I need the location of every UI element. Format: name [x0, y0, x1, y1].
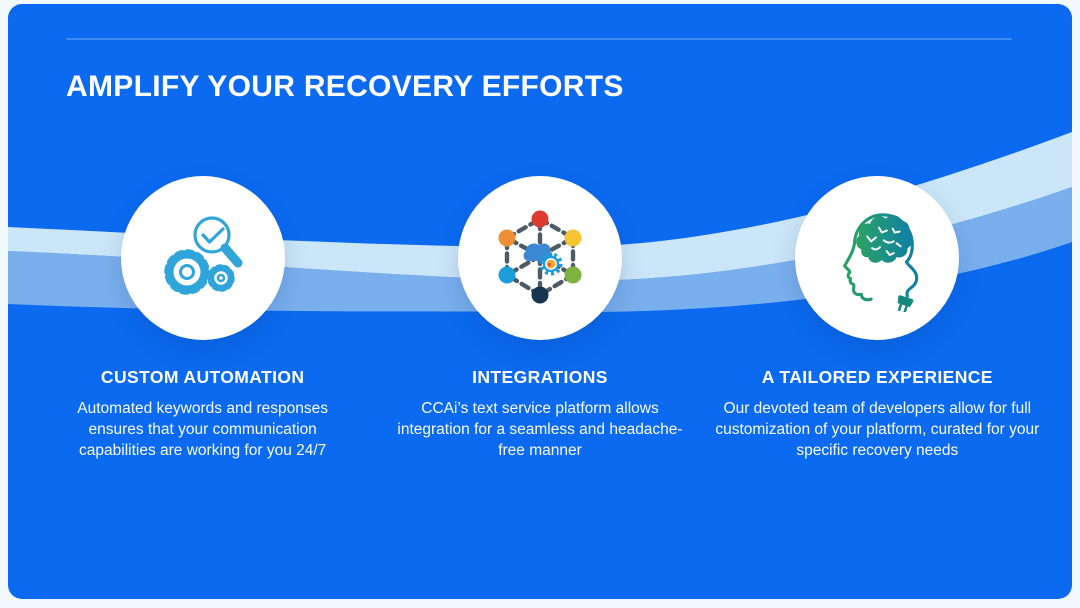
- feature-columns: CUSTOM AUTOMATION Automated keywords and…: [34, 176, 1046, 462]
- content-card: AMPLIFY YOUR RECOVERY EFFORTS: [8, 4, 1072, 599]
- top-divider-line: [66, 38, 1012, 40]
- feature-icon-circle: [457, 176, 622, 340]
- feature-description: Automated keywords and responses ensures…: [77, 400, 329, 460]
- feature-integrations: INTEGRATIONS CCAi’s text service platfor…: [371, 176, 708, 462]
- section-title: AMPLIFY YOUR RECOVERY EFFORTS: [66, 70, 624, 103]
- feature-title: CUSTOM AUTOMATION: [100, 367, 305, 387]
- plug-icon: [897, 295, 914, 312]
- feature-description: Our devoted team of developers allow for…: [715, 400, 1040, 460]
- automation-gears-magnifier-icon: [163, 216, 243, 295]
- integrations-network-cloud-icon: [498, 210, 582, 304]
- feature-title: A TAILORED EXPERIENCE: [761, 367, 993, 387]
- brain-plug-icon: [843, 213, 919, 312]
- feature-icon-circle: [795, 176, 960, 340]
- feature-title: INTEGRATIONS: [472, 367, 608, 387]
- feature-tailored-experience: A TAILORED EXPERIENCE Our devoted team o…: [709, 176, 1046, 462]
- feature-icon-circle: [120, 176, 285, 340]
- feature-custom-automation: CUSTOM AUTOMATION Automated keywords and…: [34, 176, 371, 462]
- feature-description: CCAi’s text service platform allows inte…: [397, 400, 683, 460]
